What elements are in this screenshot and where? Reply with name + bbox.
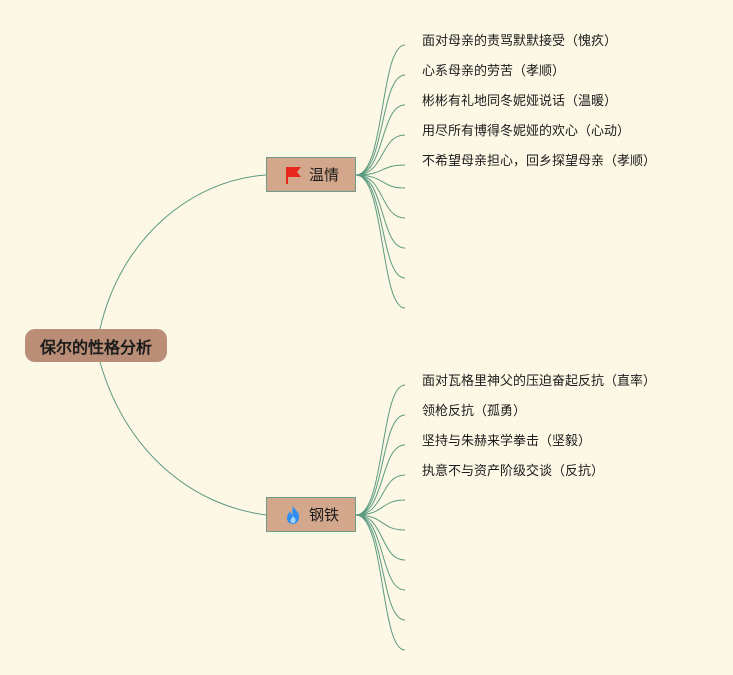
connector-steel-leaf	[355, 499, 406, 516]
connector-steel-leaf	[355, 514, 406, 591]
connector-steel-leaf	[355, 514, 406, 531]
branch-label: 温情	[308, 166, 339, 184]
branch-node-steel[interactable]: 钢铁	[266, 497, 356, 532]
connector-steel-leaf	[355, 514, 406, 621]
connector-warm-leaf	[355, 164, 406, 176]
connector-root-steel	[99, 361, 267, 516]
connector-steel-leaf	[355, 384, 406, 516]
connector-warm-leaf	[355, 44, 406, 176]
branch-node-warm[interactable]: 温情	[266, 157, 356, 192]
leaf-node[interactable]: 面对瓦格里神父的压迫奋起反抗（直率）	[422, 374, 657, 389]
leaf-node[interactable]: 坚持与朱赫来学拳击（坚毅）	[422, 434, 592, 449]
connector-warm-leaf	[355, 174, 406, 189]
leaf-node[interactable]: 执意不与资产阶级交谈（反抗）	[422, 464, 605, 479]
connector-steel-leaf	[355, 474, 406, 516]
leaf-node[interactable]: 彬彬有礼地同冬妮娅说话（温暖）	[422, 94, 618, 109]
leaf-node[interactable]: 面对母亲的责骂默默接受（愧疚）	[422, 34, 618, 49]
connector-steel-leaf	[355, 514, 406, 561]
connector-steel-leaf	[355, 414, 406, 516]
red-flag-icon	[283, 165, 303, 185]
fire-icon	[283, 505, 303, 525]
connector-warm-leaf	[355, 74, 406, 176]
leaf-node[interactable]: 领枪反抗（孤勇）	[422, 404, 527, 419]
connector-warm-leaf	[355, 174, 406, 219]
connector-warm-leaf	[355, 104, 406, 176]
connector-warm-leaf	[355, 134, 406, 176]
leaf-node[interactable]: 用尽所有博得冬妮娅的欢心（心动）	[422, 124, 631, 139]
connector-warm-leaf	[355, 174, 406, 249]
connector-steel-leaf	[355, 444, 406, 516]
leaf-node[interactable]: 心系母亲的劳苦（孝顺）	[422, 64, 566, 79]
root-node-label: 保尔的性格分析	[39, 337, 152, 357]
connector-warm-leaf	[355, 174, 406, 309]
root-node[interactable]: 保尔的性格分析	[25, 329, 167, 362]
leaf-node[interactable]: 不希望母亲担心，回乡探望母亲（孝顺）	[422, 154, 657, 169]
connector-root-warm	[99, 174, 267, 330]
connector-warm-leaf	[355, 174, 406, 279]
branch-label: 钢铁	[308, 506, 339, 524]
connector-steel-leaf	[355, 514, 406, 651]
